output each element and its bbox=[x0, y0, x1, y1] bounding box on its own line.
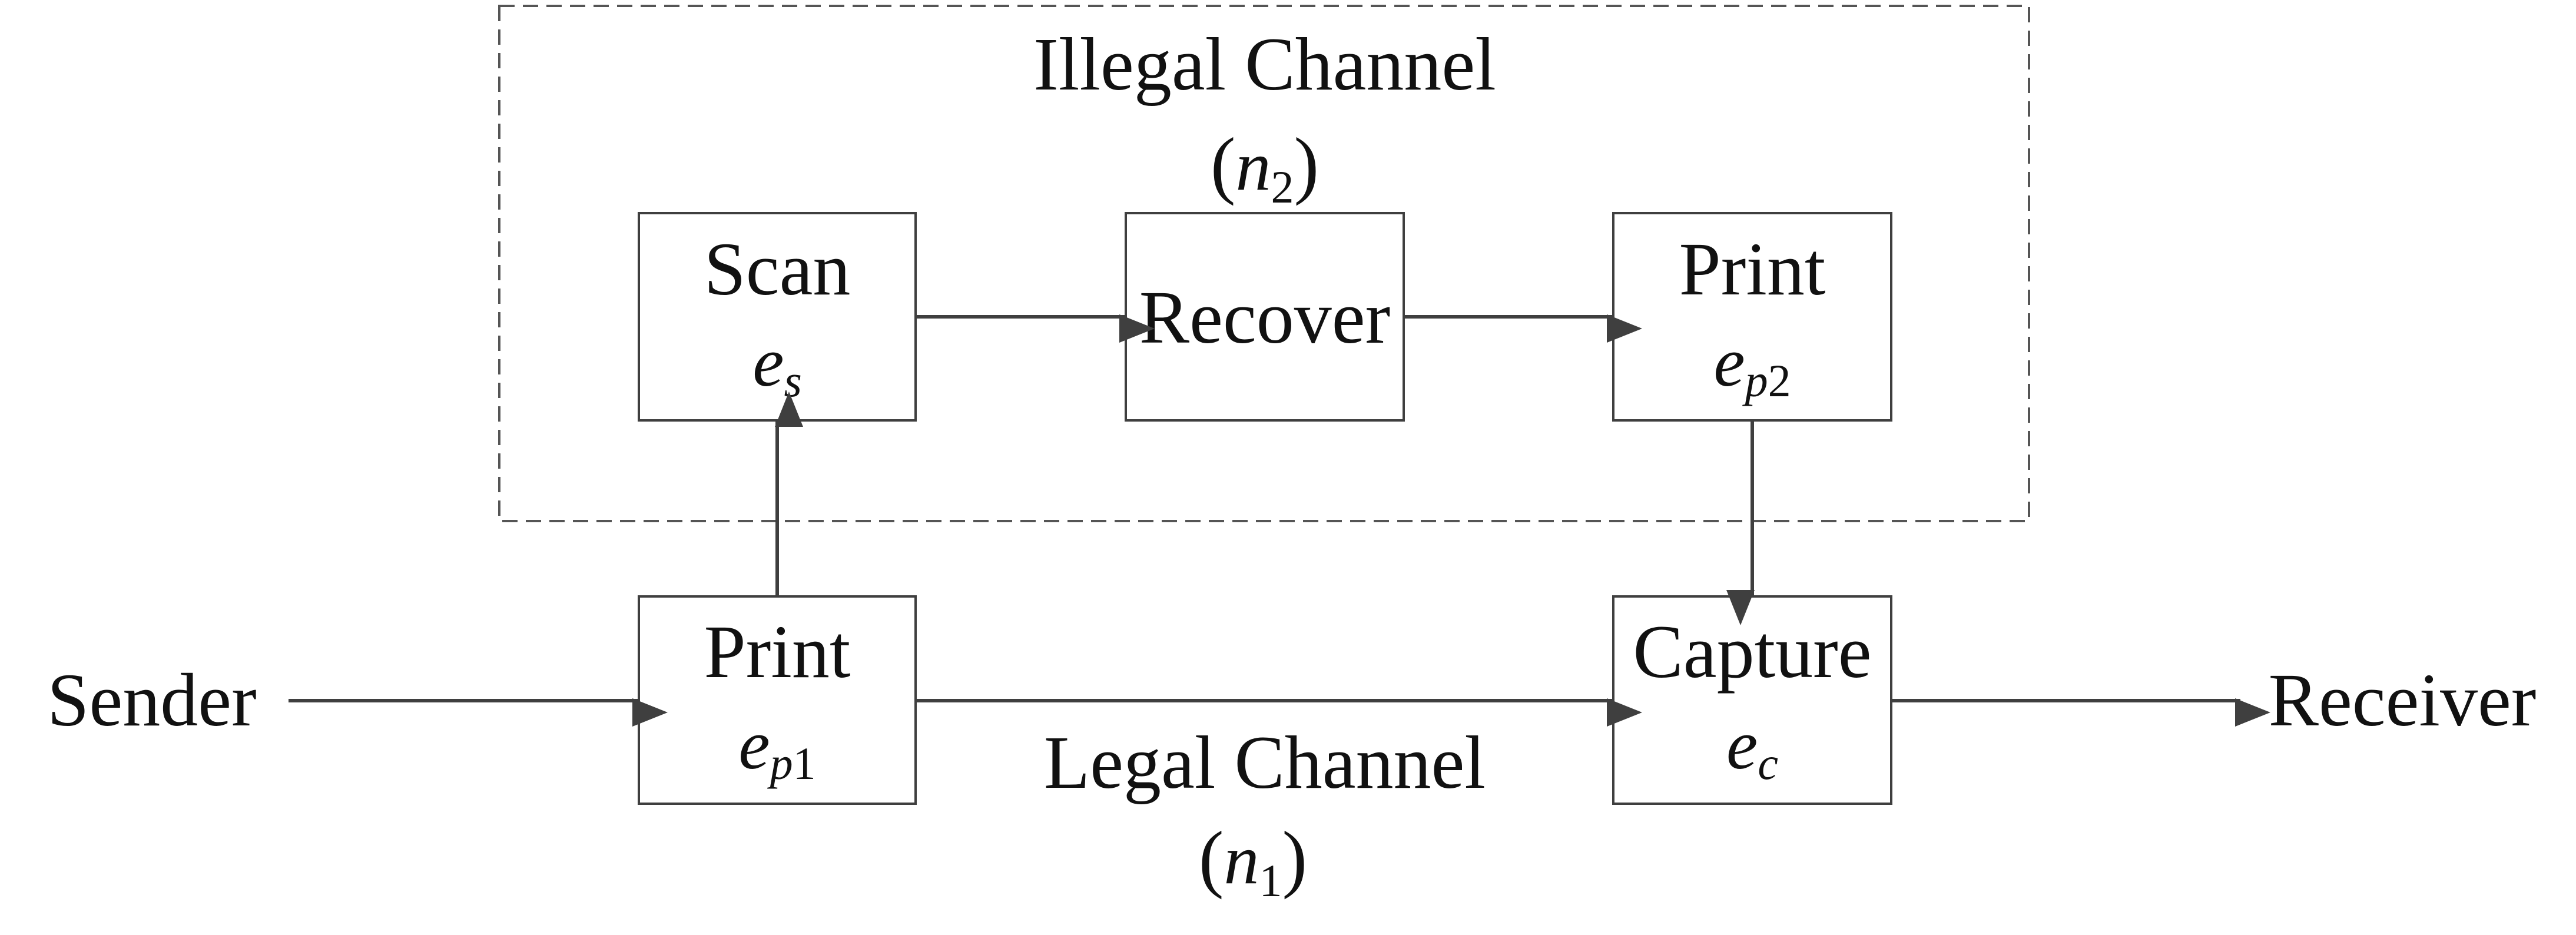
print1-symbol: ep1 bbox=[738, 705, 815, 789]
print2-label: Print bbox=[1679, 227, 1826, 311]
illegal-channel-boundary bbox=[498, 5, 2030, 522]
legal-channel-noise: (n1) bbox=[1199, 816, 1307, 906]
print1-label: Print bbox=[704, 610, 851, 694]
illegal-channel-title: Illegal Channel bbox=[1033, 22, 1496, 106]
legal-channel-title: Legal Channel bbox=[1044, 721, 1486, 804]
receiver-label: Receiver bbox=[2269, 658, 2537, 742]
illegal-channel-noise: (n2) bbox=[1211, 122, 1319, 213]
recover-block: Recover bbox=[1125, 212, 1405, 422]
capture-symbol: ec bbox=[1726, 705, 1778, 789]
print2-block: Print ep2 bbox=[1612, 212, 1892, 422]
sender-label: Sender bbox=[47, 658, 256, 742]
recover-label: Recover bbox=[1139, 276, 1390, 359]
scan-block: Scan es bbox=[638, 212, 917, 422]
scan-label: Scan bbox=[704, 227, 851, 311]
print1-block: Print ep1 bbox=[638, 595, 917, 805]
capture-label: Capture bbox=[1633, 610, 1871, 694]
print2-symbol: ep2 bbox=[1713, 323, 1791, 406]
capture-block: Capture ec bbox=[1612, 595, 1892, 805]
